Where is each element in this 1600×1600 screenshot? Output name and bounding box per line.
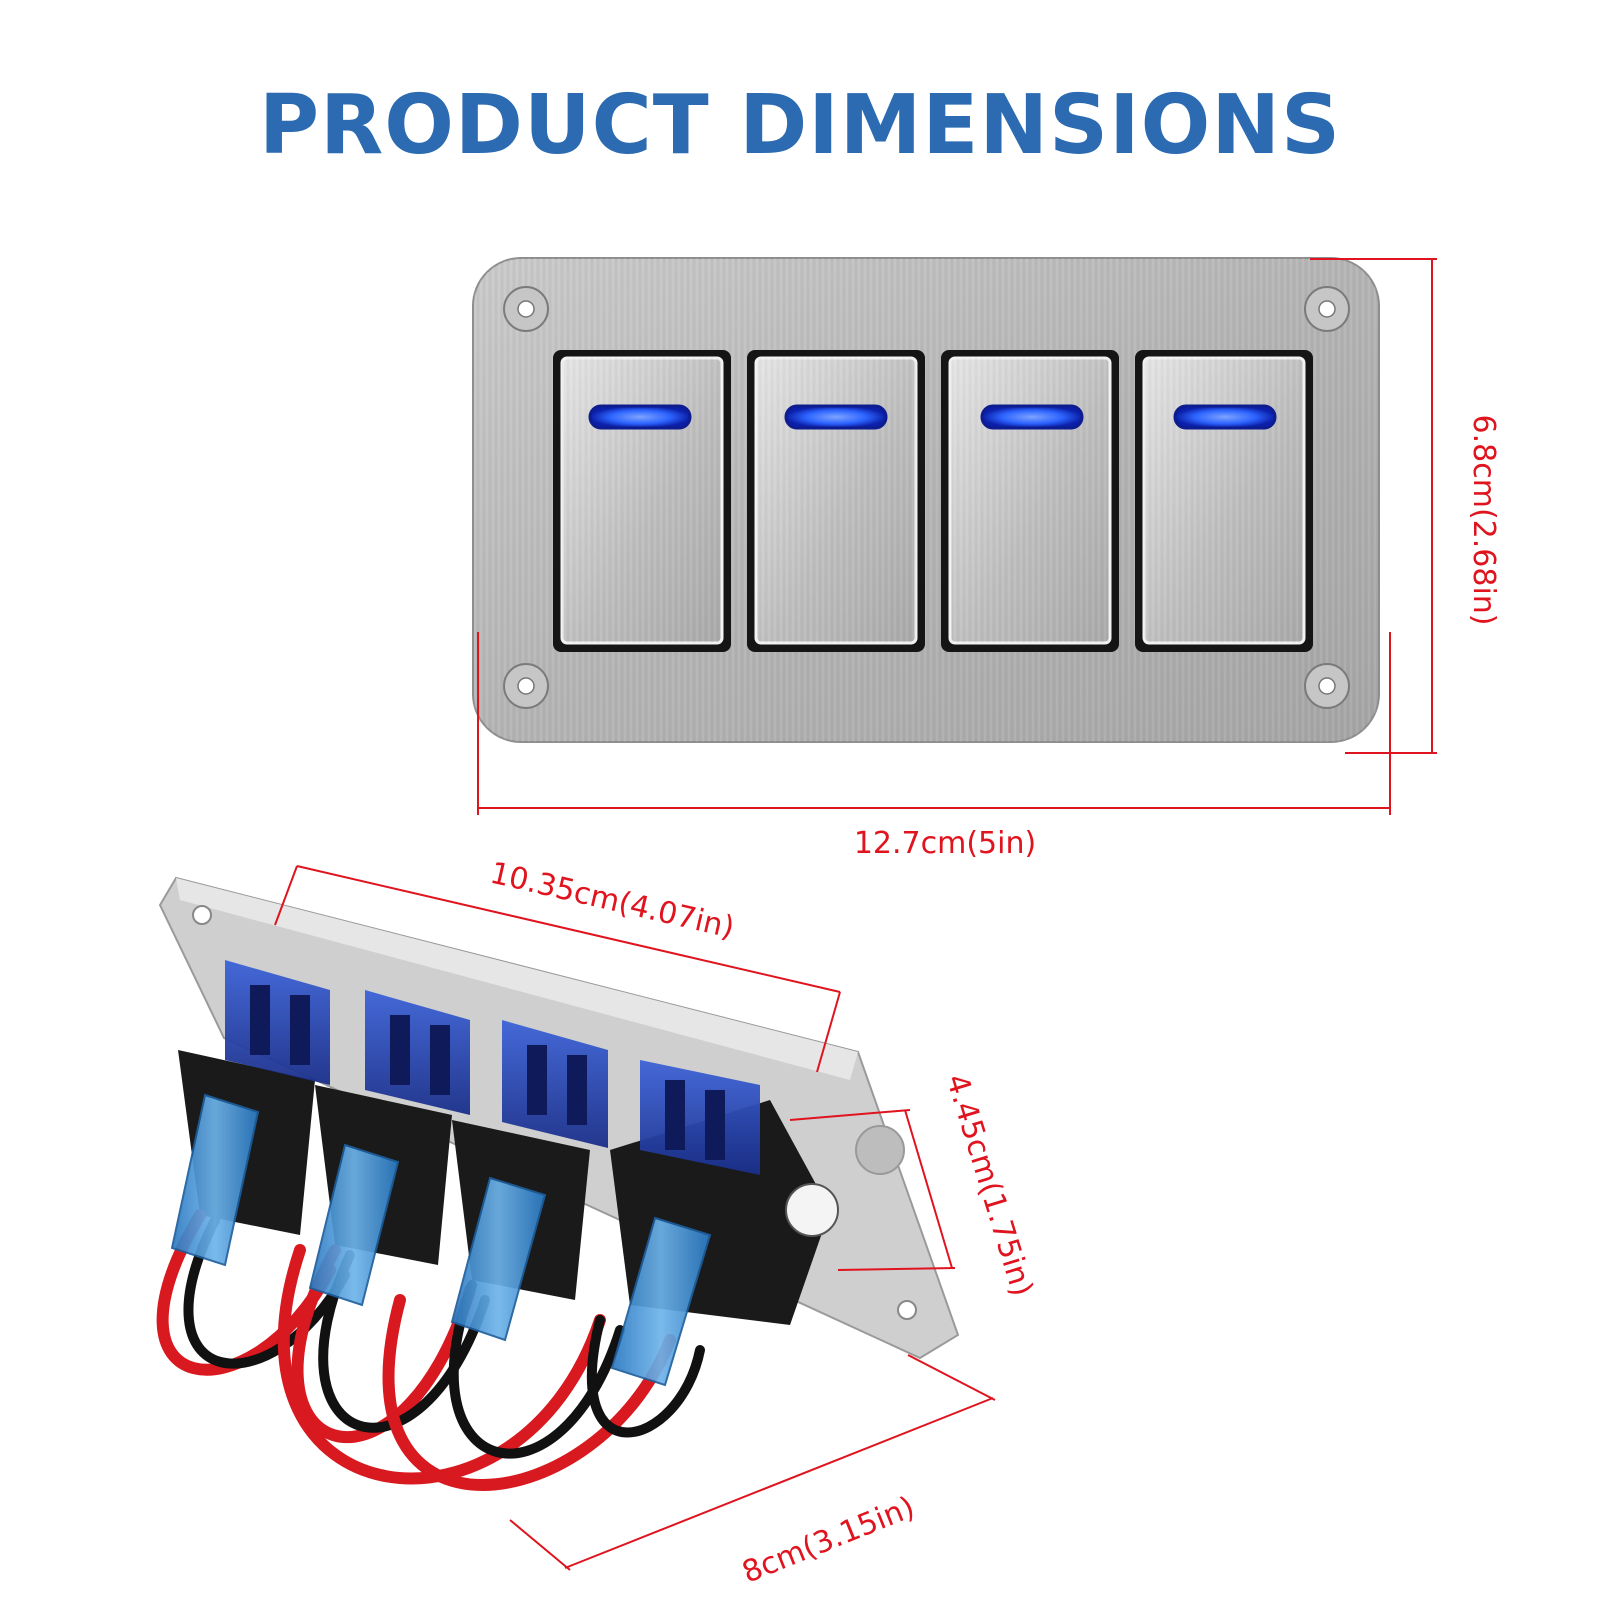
dimension-line-body-depth — [789, 1109, 956, 1271]
rocker-switch-4[interactable] — [1135, 350, 1313, 652]
dimension-label-body-width: 8cm(3.15in) — [737, 1490, 919, 1591]
dimension-line-height — [1310, 258, 1437, 754]
dimension-line-width — [477, 632, 1391, 815]
terminal-connector — [308, 1143, 400, 1307]
indicator-light — [1173, 404, 1277, 430]
rocker-switch-3[interactable] — [941, 350, 1119, 652]
dimension-line-body-width — [509, 1354, 996, 1571]
mounting-hole — [503, 663, 549, 709]
mounting-hole — [192, 905, 212, 925]
rocker-switch-1[interactable] — [553, 350, 731, 652]
dimension-line-body-length — [274, 865, 841, 1073]
dimension-label-height: 6.8cm(2.68in) — [1466, 415, 1501, 626]
product-label-sticker — [785, 1183, 839, 1237]
terminal-connector — [450, 1176, 547, 1342]
terminal-connector — [170, 1093, 260, 1267]
indicator-light — [980, 404, 1084, 430]
dimension-label-width: 12.7cm(5in) — [854, 826, 1036, 861]
mounting-hole — [503, 286, 549, 332]
mounting-hole — [1304, 286, 1350, 332]
dimension-label-body-length: 10.35cm(4.07in) — [487, 856, 738, 946]
switch-panel-front — [472, 257, 1380, 743]
mounting-hole — [1304, 663, 1350, 709]
terminal-connector — [610, 1216, 712, 1387]
mounting-hole — [897, 1300, 917, 1320]
indicator-light — [588, 404, 692, 430]
switch-panel-rear — [156, 876, 960, 1491]
wiring-harness — [156, 1209, 705, 1491]
indicator-light — [784, 404, 888, 430]
dimension-label-body-depth: 4.45cm(1.75in) — [939, 1070, 1040, 1300]
rocker-switch-2[interactable] — [747, 350, 925, 652]
page-title: PRODUCT DIMENSIONS — [258, 78, 1342, 173]
